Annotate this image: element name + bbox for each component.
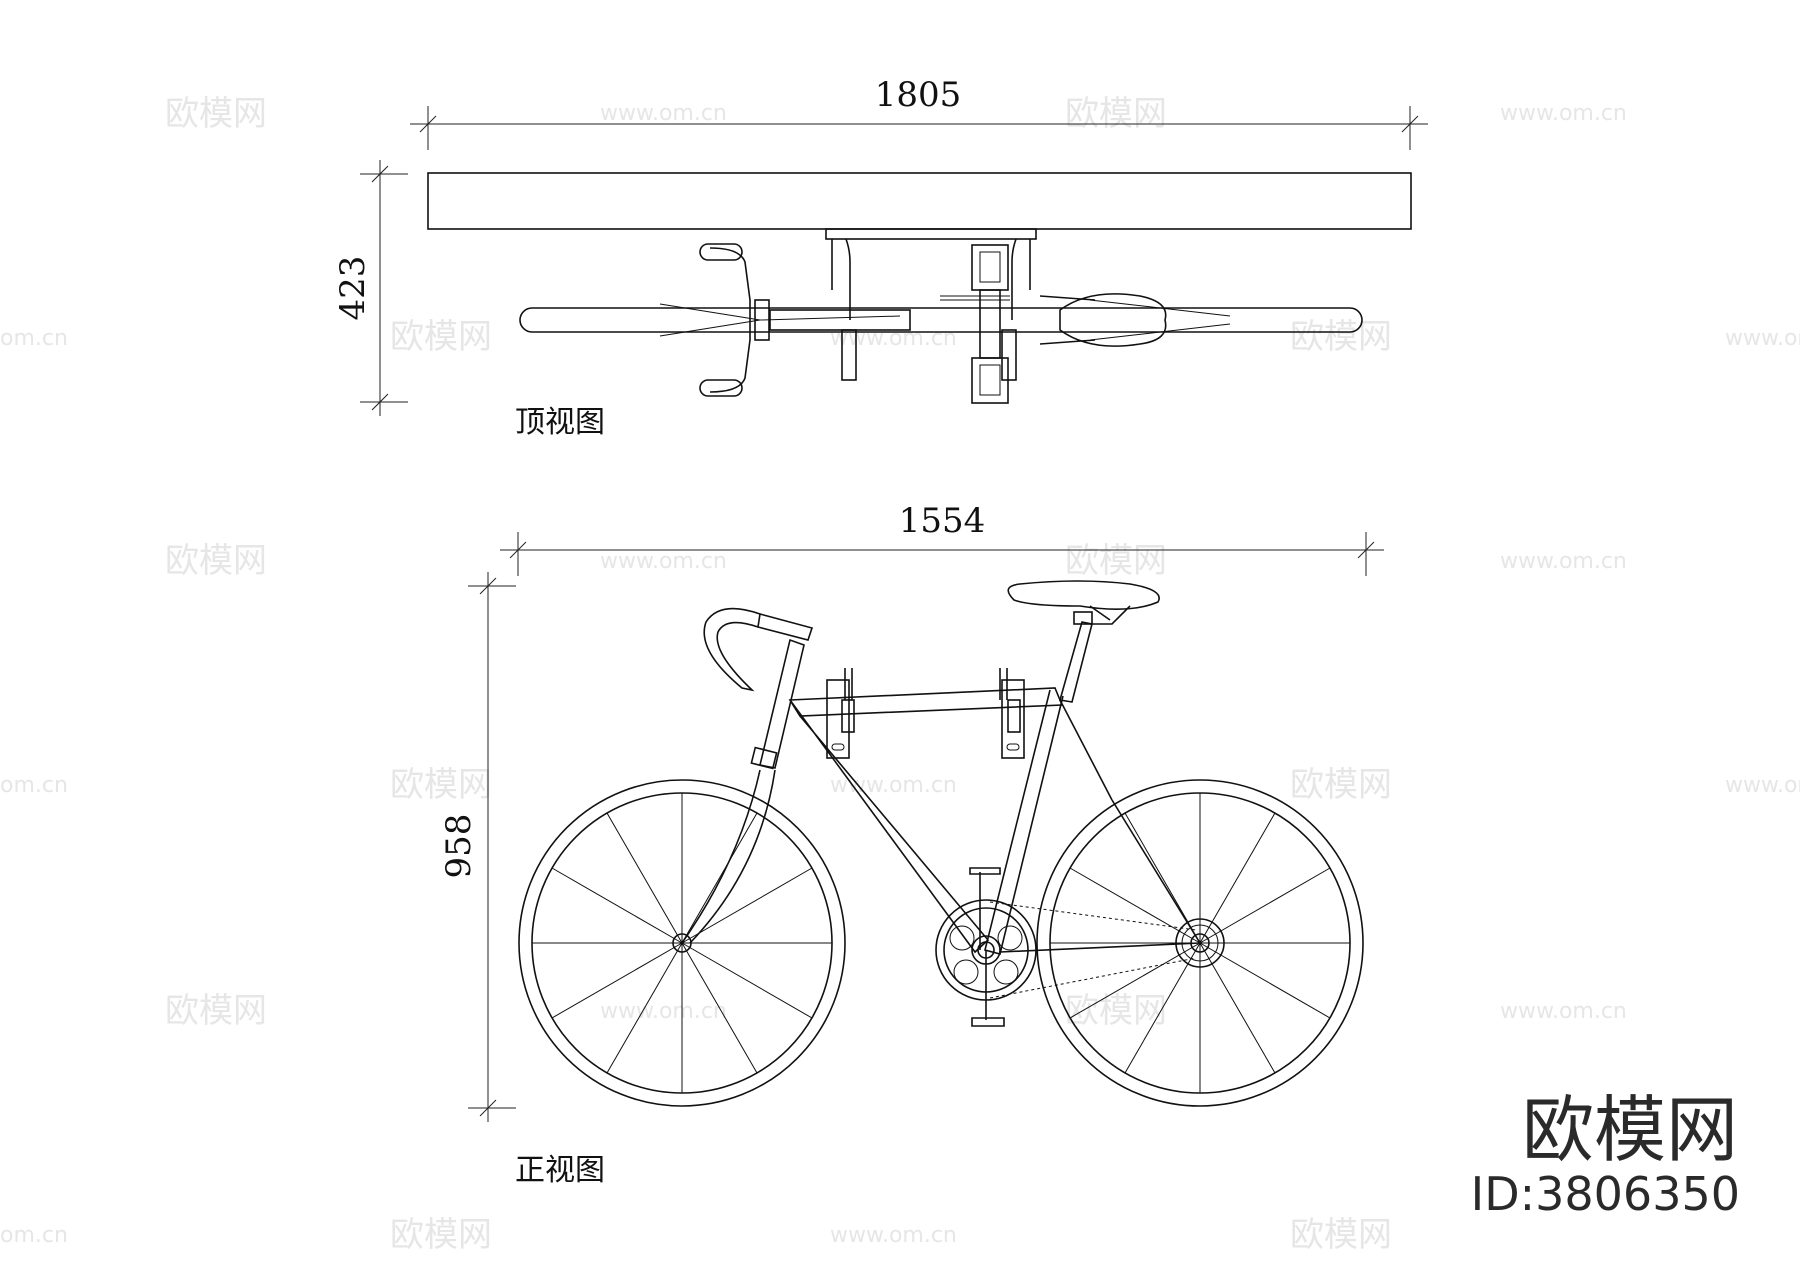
watermark-logo: 欧模网 [1290, 317, 1392, 357]
watermark-url: www.om.cn [830, 1223, 957, 1248]
drivetrain [935, 867, 1225, 1027]
watermark-url: www.om.cn [1500, 549, 1627, 574]
watermark-logo: 欧模网 [165, 94, 267, 134]
watermark-url: www.om.cn [600, 999, 727, 1024]
watermark-url: www.om.cn [600, 101, 727, 126]
watermark-url: om.cn [0, 773, 68, 798]
wall-bracket [826, 668, 1025, 759]
watermark-logo: 欧模网 [1290, 1215, 1392, 1255]
top-depth-dimension: 423 [333, 160, 408, 416]
front-height-label: 958 [439, 814, 479, 879]
watermark-url: www.om.cn [600, 549, 727, 574]
front-width-dimension: 1554 [500, 501, 1384, 576]
top-view-caption: 顶视图 [515, 405, 605, 440]
watermark-url: www.om.cn [1725, 773, 1800, 798]
frame [788, 687, 1201, 955]
top-width-dimension: 1805 [410, 75, 1428, 150]
watermark-layer: 欧模网 www.om.cn 欧模网 www.om.cn om.cn 欧模网 ww… [0, 94, 1800, 1255]
top-view: 1805 423 [333, 75, 1428, 440]
front-view-caption: 正视图 [515, 1153, 605, 1188]
handlebar [703, 607, 814, 692]
top-width-label: 1805 [875, 75, 962, 115]
watermark-url: www.om.cn [1500, 101, 1627, 126]
front-view: 1554 958 [439, 501, 1384, 1188]
brand-stamp: 欧模网 ID:3806350 [1471, 1088, 1740, 1221]
wall-plan [427, 172, 1412, 230]
watermark-url: www.om.cn [830, 773, 957, 798]
watermark-logo: 欧模网 [1290, 765, 1392, 805]
watermark-url: om.cn [0, 1223, 68, 1248]
watermark-url: www.om.cn [1500, 999, 1627, 1024]
watermark-logo: 欧模网 [1065, 541, 1167, 581]
watermark-logo: 欧模网 [390, 1215, 492, 1255]
watermark-logo: 欧模网 [390, 765, 492, 805]
watermark-logo: 欧模网 [1065, 991, 1167, 1031]
front-width-label: 1554 [899, 501, 986, 541]
front-height-dimension: 958 [439, 572, 516, 1122]
top-depth-label: 423 [333, 256, 373, 321]
bicycle-plan [519, 243, 1363, 404]
watermark-logo: 欧模网 [165, 541, 267, 581]
brand-id-label: ID:3806350 [1471, 1167, 1740, 1221]
bicycle-elevation [518, 580, 1364, 1107]
watermark-logo: 欧模网 [390, 317, 492, 357]
brand-logo-text: 欧模网 [1522, 1088, 1738, 1172]
watermark-url: om.cn [0, 326, 68, 351]
front-wheel [518, 779, 846, 1107]
saddle [1007, 580, 1160, 703]
fork [681, 638, 805, 944]
watermark-logo: 欧模网 [165, 991, 267, 1031]
watermark-url: www.om.cn [1725, 326, 1800, 351]
watermark-logo: 欧模网 [1065, 94, 1167, 134]
